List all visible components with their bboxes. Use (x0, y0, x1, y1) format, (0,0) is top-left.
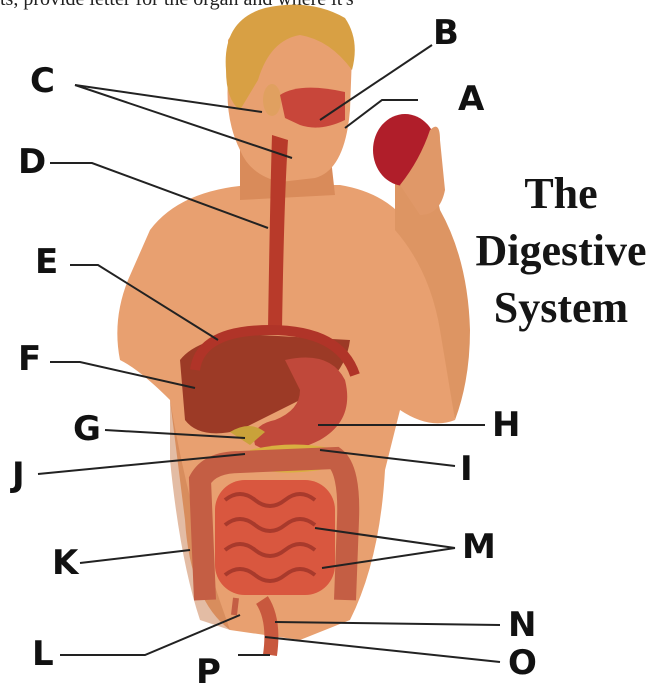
leader-k (80, 550, 190, 563)
title-line: Digestive (462, 222, 660, 279)
label-g: G (73, 412, 101, 446)
title-line: System (462, 279, 660, 336)
label-c: C (30, 64, 55, 98)
label-n: N (508, 608, 536, 642)
label-m: M (462, 530, 496, 564)
label-a: A (458, 82, 484, 116)
ear (263, 84, 281, 116)
label-i: I (460, 452, 473, 486)
label-b: B (433, 16, 459, 50)
label-j: J (12, 458, 25, 492)
label-h: H (492, 408, 520, 442)
label-p: P (196, 655, 221, 689)
diagram-title: The Digestive System (462, 165, 660, 336)
label-d: D (18, 145, 46, 179)
label-o: O (508, 646, 537, 680)
label-f: F (18, 342, 41, 376)
label-e: E (35, 245, 58, 279)
title-line: The (462, 165, 660, 222)
appendix (234, 598, 236, 615)
label-l: L (32, 637, 54, 671)
label-k: K (52, 546, 78, 580)
leader-o (265, 637, 500, 662)
